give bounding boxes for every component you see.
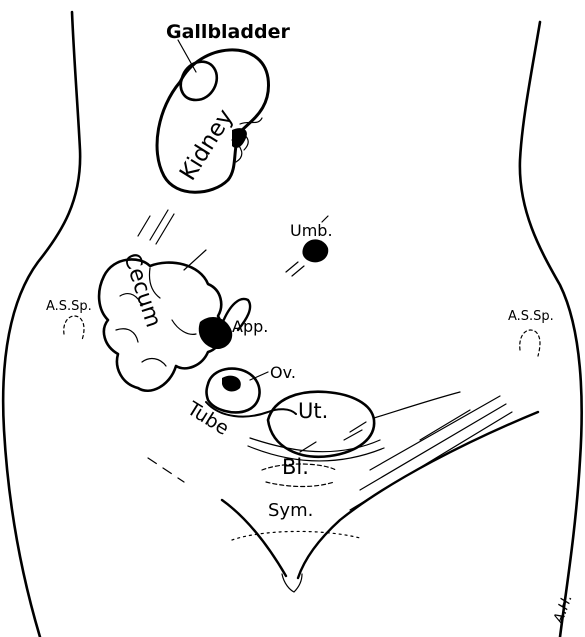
kidney-label: Kidney — [175, 105, 239, 185]
torso-outline — [3, 12, 582, 637]
bladder-label: Bl. — [282, 455, 309, 479]
artist-initials: A.H. — [550, 592, 575, 626]
cecum-ileocecal-shading — [199, 317, 232, 349]
pelvic-right-line — [298, 412, 538, 578]
bladder-organ: Bl. — [262, 455, 336, 487]
umbilicus-label: Umb. — [290, 221, 333, 240]
pelvic-dashed-left — [148, 458, 184, 482]
asis-right-outline — [520, 330, 540, 356]
kidney-hilum-shading — [232, 128, 247, 148]
asis-left-outline — [64, 316, 84, 340]
torso-left-contour — [3, 12, 80, 637]
umbilicus: Umb. — [286, 216, 333, 276]
umbilicus-mark — [302, 239, 328, 262]
pelvic-inguinal-strokes — [350, 396, 512, 510]
cecum-mesentery-lines — [138, 210, 206, 270]
gallbladder-organ: Gallbladder — [166, 21, 290, 100]
asis-left-label: A.S.Sp. — [46, 299, 92, 314]
ovary-shading — [222, 376, 241, 392]
kidney-organ: Kidney — [157, 50, 268, 192]
symphysis-label: Sym. — [268, 500, 313, 521]
gallbladder-label: Gallbladder — [166, 21, 290, 43]
ovary-organ: Ov. — [207, 363, 296, 412]
torso-right-contour — [520, 22, 582, 637]
symphysis-outline — [232, 531, 360, 540]
uterus-label: Ut. — [298, 399, 328, 423]
gallbladder-outline — [181, 62, 217, 100]
asis-left: A.S.Sp. — [46, 299, 92, 340]
ovary-label: Ov. — [270, 363, 296, 382]
cecum-organ: Cecum App. — [99, 210, 268, 391]
asis-right-label: A.S.Sp. — [508, 309, 554, 324]
asis-right: A.S.Sp. — [508, 309, 554, 356]
appendix-label: App. — [232, 317, 268, 336]
